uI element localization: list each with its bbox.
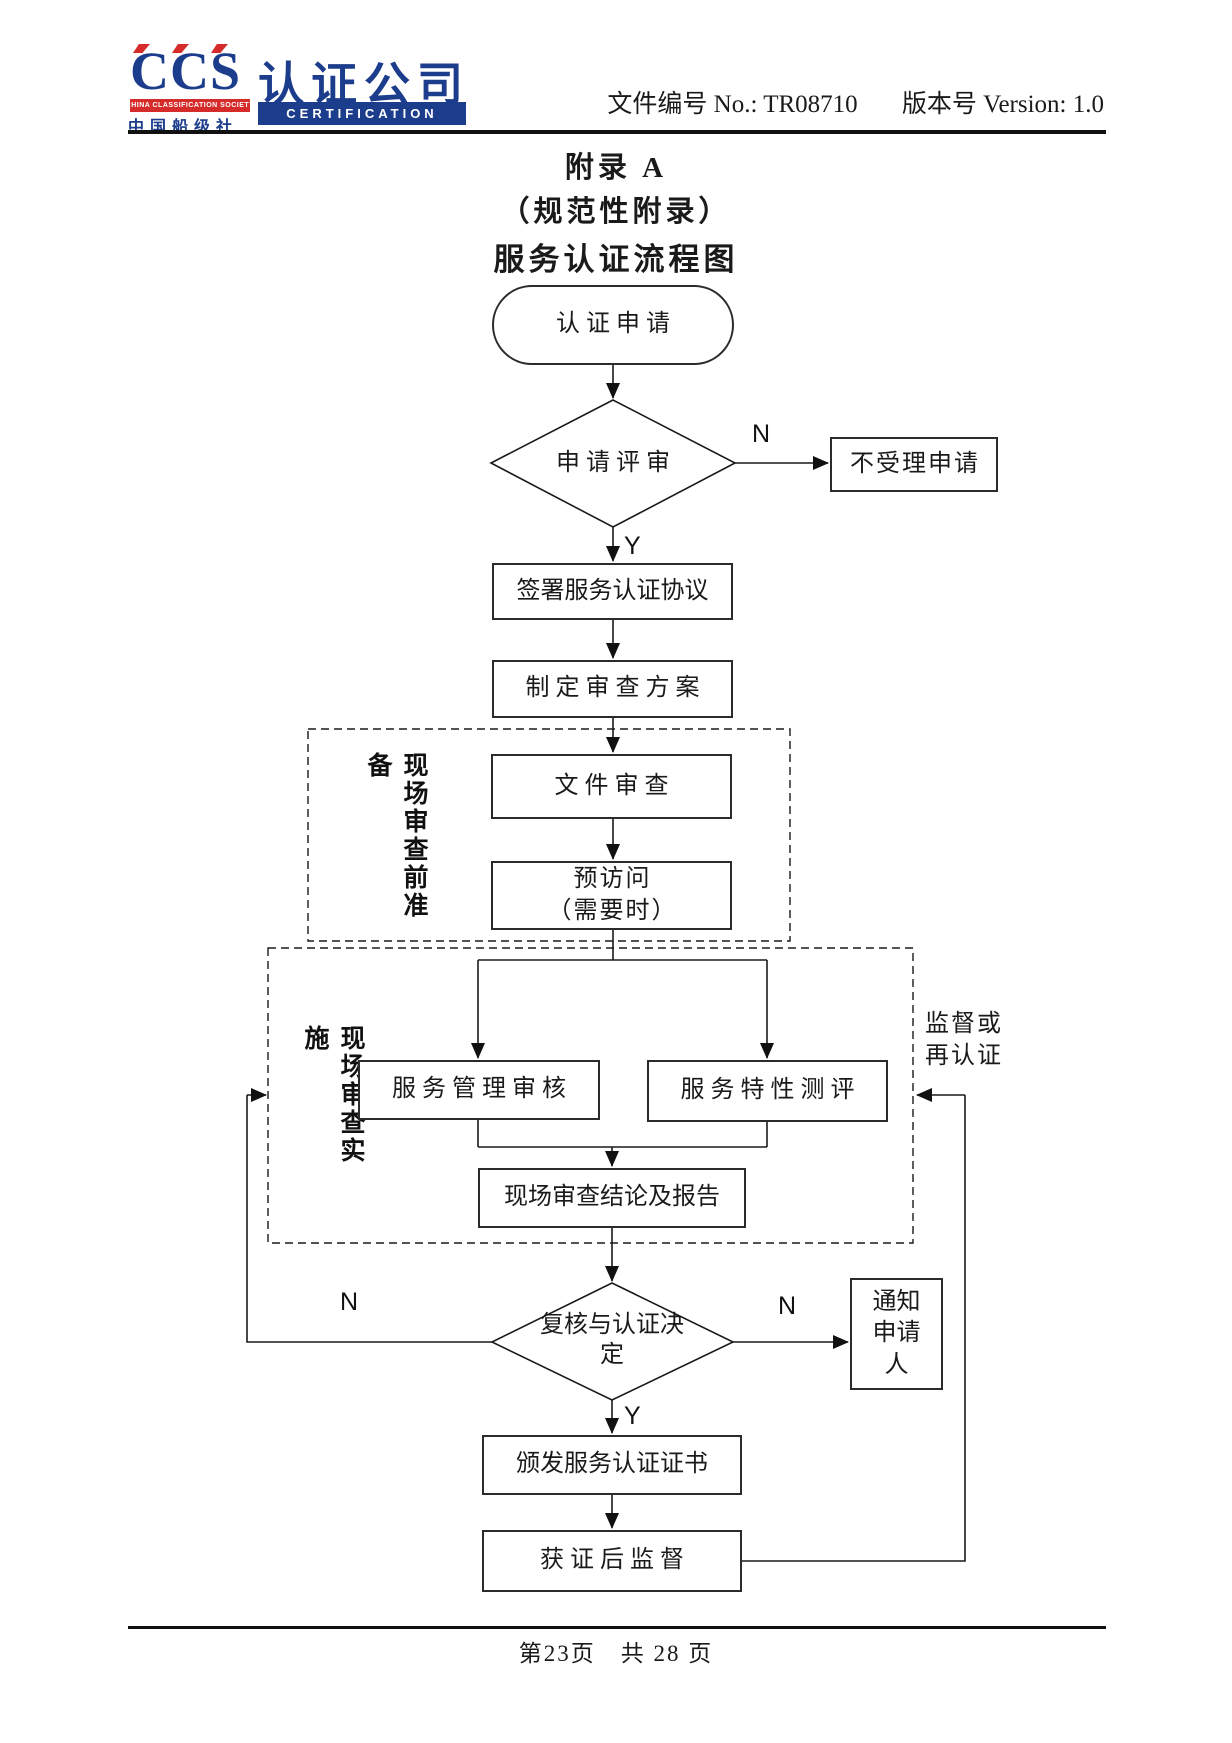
service-characteristic-evaluation-box: 服务特性测评 xyxy=(647,1060,888,1122)
ccs-logo-red-accent xyxy=(133,44,150,53)
review-no-label: N xyxy=(752,420,771,448)
page-number: 第23页 共 28 页 xyxy=(518,1641,714,1666)
supervision-note-line2: 再认证 xyxy=(925,1043,1003,1070)
certification-banner: CERTIFICATION xyxy=(258,102,466,125)
decision-no-left-label: N xyxy=(340,1288,359,1316)
pre-visit-box: 预访问 （需要时） xyxy=(491,861,732,930)
supervision-note-line1: 监督或 xyxy=(925,1011,1003,1037)
header-rule xyxy=(128,130,1106,134)
decision-diamond-label: 复核与认证决定 xyxy=(540,1312,684,1368)
review-yes-label: Y xyxy=(624,532,641,560)
ccs-logo-red-accent xyxy=(172,44,189,53)
footer-rule xyxy=(128,1626,1106,1629)
appendix-subtitle: （规范性附录） xyxy=(500,196,732,228)
stage1-group-label: 现场审查前准备 xyxy=(364,752,428,920)
notify-applicant-box: 通知申请人 xyxy=(850,1278,943,1390)
stage2-group-label: 现场审查实施 xyxy=(301,1025,365,1165)
reject-application-box: 不受理申请 xyxy=(830,437,998,492)
service-management-audit-box: 服务管理审核 xyxy=(358,1060,600,1120)
ccs-logo-red-accent xyxy=(211,44,228,53)
make-audit-plan-box: 制定审查方案 xyxy=(492,660,733,718)
onsite-audit-conclusion-box: 现场审查结论及报告 xyxy=(478,1168,746,1228)
pre-visit-line1: 预访问 xyxy=(573,866,652,893)
document-number: 文件编号 No.: TR08710 xyxy=(607,91,858,118)
post-certification-supervision-box: 获证后监督 xyxy=(482,1530,742,1592)
document-header-info: 文件编号 No.: TR08710 版本号 Version: 1.0 xyxy=(464,84,1104,120)
pre-visit-line2: （需要时） xyxy=(547,897,678,924)
company-name-cn: 认证公司 xyxy=(258,58,470,110)
decision-yes-label: Y xyxy=(624,1402,641,1430)
society-en-banner: CHINA CLASSIFICATION SOCIETY xyxy=(130,99,250,112)
document-review-box: 文件审查 xyxy=(491,754,732,819)
appendix-title: 附录 A xyxy=(564,152,668,184)
issue-certificate-box: 颁发服务认证证书 xyxy=(482,1435,742,1495)
supervision-recertification-note: 监督或 再认证 xyxy=(925,1008,1003,1073)
document-version: 版本号 Version: 1.0 xyxy=(901,91,1104,118)
review-diamond-label: 申请评审 xyxy=(556,450,676,476)
sign-agreement-box: 签署服务认证协议 xyxy=(492,563,733,620)
ccs-logo-text: CCS xyxy=(130,41,242,101)
flowchart-title: 服务认证流程图 xyxy=(493,242,739,277)
decision-no-right-label: N xyxy=(778,1292,797,1320)
start-node: 认证申请 xyxy=(492,285,734,365)
